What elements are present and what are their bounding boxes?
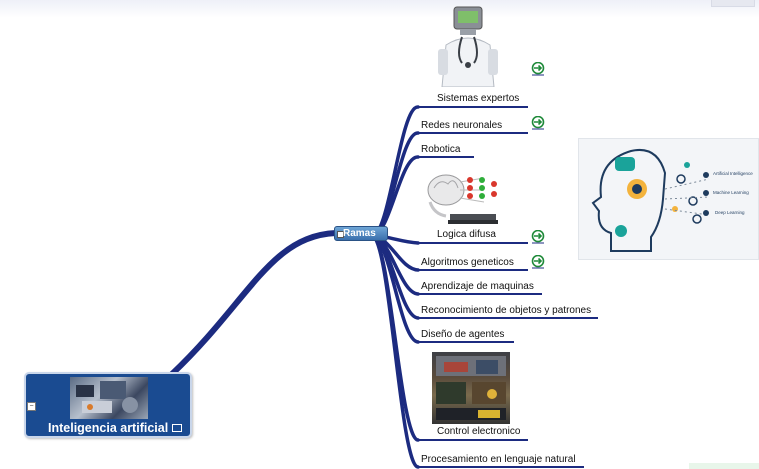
branch-underline bbox=[416, 269, 528, 271]
ai-head-illustration: Artificial Intelligence Machine Learning… bbox=[578, 138, 759, 260]
control-electronics-image bbox=[432, 352, 510, 424]
root-node[interactable]: − Inteligencia artificial bbox=[24, 372, 192, 438]
branch-robotica[interactable]: Robotica bbox=[421, 144, 461, 155]
branch-underline bbox=[416, 132, 528, 134]
ai-caption-deep-learning: Deep Learning bbox=[715, 210, 745, 215]
branch-underline bbox=[416, 341, 514, 343]
hub-collapse-toggle[interactable] bbox=[337, 231, 344, 238]
root-collapse-toggle[interactable]: − bbox=[27, 402, 36, 411]
branch-underline bbox=[416, 439, 528, 441]
hyperlink-arrow-icon[interactable] bbox=[531, 255, 545, 269]
brain-network-image bbox=[427, 174, 498, 224]
branch-underline bbox=[416, 293, 542, 295]
branch-procesamiento-lenguaje-natural[interactable]: Procesamiento en lenguaje natural bbox=[421, 454, 576, 465]
branch-control-electronico[interactable]: Control electronico bbox=[437, 426, 521, 437]
hub-node-ramas[interactable]: Ramas bbox=[334, 226, 388, 241]
branch-reconocimiento-de-objetos[interactable]: Reconocimiento de objetos y patrones bbox=[421, 305, 592, 316]
branch-underline bbox=[416, 156, 474, 158]
branch-underline bbox=[416, 317, 598, 319]
branch-redes-neuronales[interactable]: Redes neuronales bbox=[421, 120, 503, 131]
toolbar-tab[interactable] bbox=[711, 0, 755, 7]
branch-underline bbox=[416, 106, 528, 108]
branch-underline bbox=[416, 242, 528, 244]
root-node-image bbox=[70, 377, 148, 419]
hyperlink-arrow-icon[interactable] bbox=[531, 116, 545, 130]
robot-doctor-image bbox=[438, 6, 498, 87]
monitor-icon[interactable] bbox=[172, 424, 182, 432]
root-node-label: Inteligencia artificial bbox=[48, 421, 169, 435]
branch-algoritmos-geneticos[interactable]: Algoritmos geneticos bbox=[421, 257, 514, 268]
branch-connector-9 bbox=[370, 234, 420, 469]
branch-connector-1 bbox=[370, 131, 420, 238]
branch-connector-0 bbox=[370, 105, 420, 238]
hyperlink-arrow-icon[interactable] bbox=[531, 62, 545, 76]
hub-node-label: Ramas bbox=[343, 228, 376, 239]
top-toolbar-strip bbox=[0, 0, 759, 18]
branch-sistemas-expertos[interactable]: Sistemas expertos bbox=[437, 93, 520, 104]
status-corner-tab bbox=[689, 463, 759, 469]
branch-diseno-de-agentes[interactable]: Diseño de agentes bbox=[421, 329, 505, 340]
hyperlink-arrow-icon[interactable] bbox=[531, 230, 545, 244]
ai-caption-machine-learning: Machine Learning bbox=[713, 190, 749, 195]
branch-underline bbox=[416, 466, 584, 468]
branch-aprendizaje-de-maquinas[interactable]: Aprendizaje de maquinas bbox=[421, 281, 534, 292]
branch-logica-difusa[interactable]: Logica difusa bbox=[437, 229, 496, 240]
ai-caption-artificial-intelligence: Artificial Intelligence bbox=[713, 171, 753, 176]
